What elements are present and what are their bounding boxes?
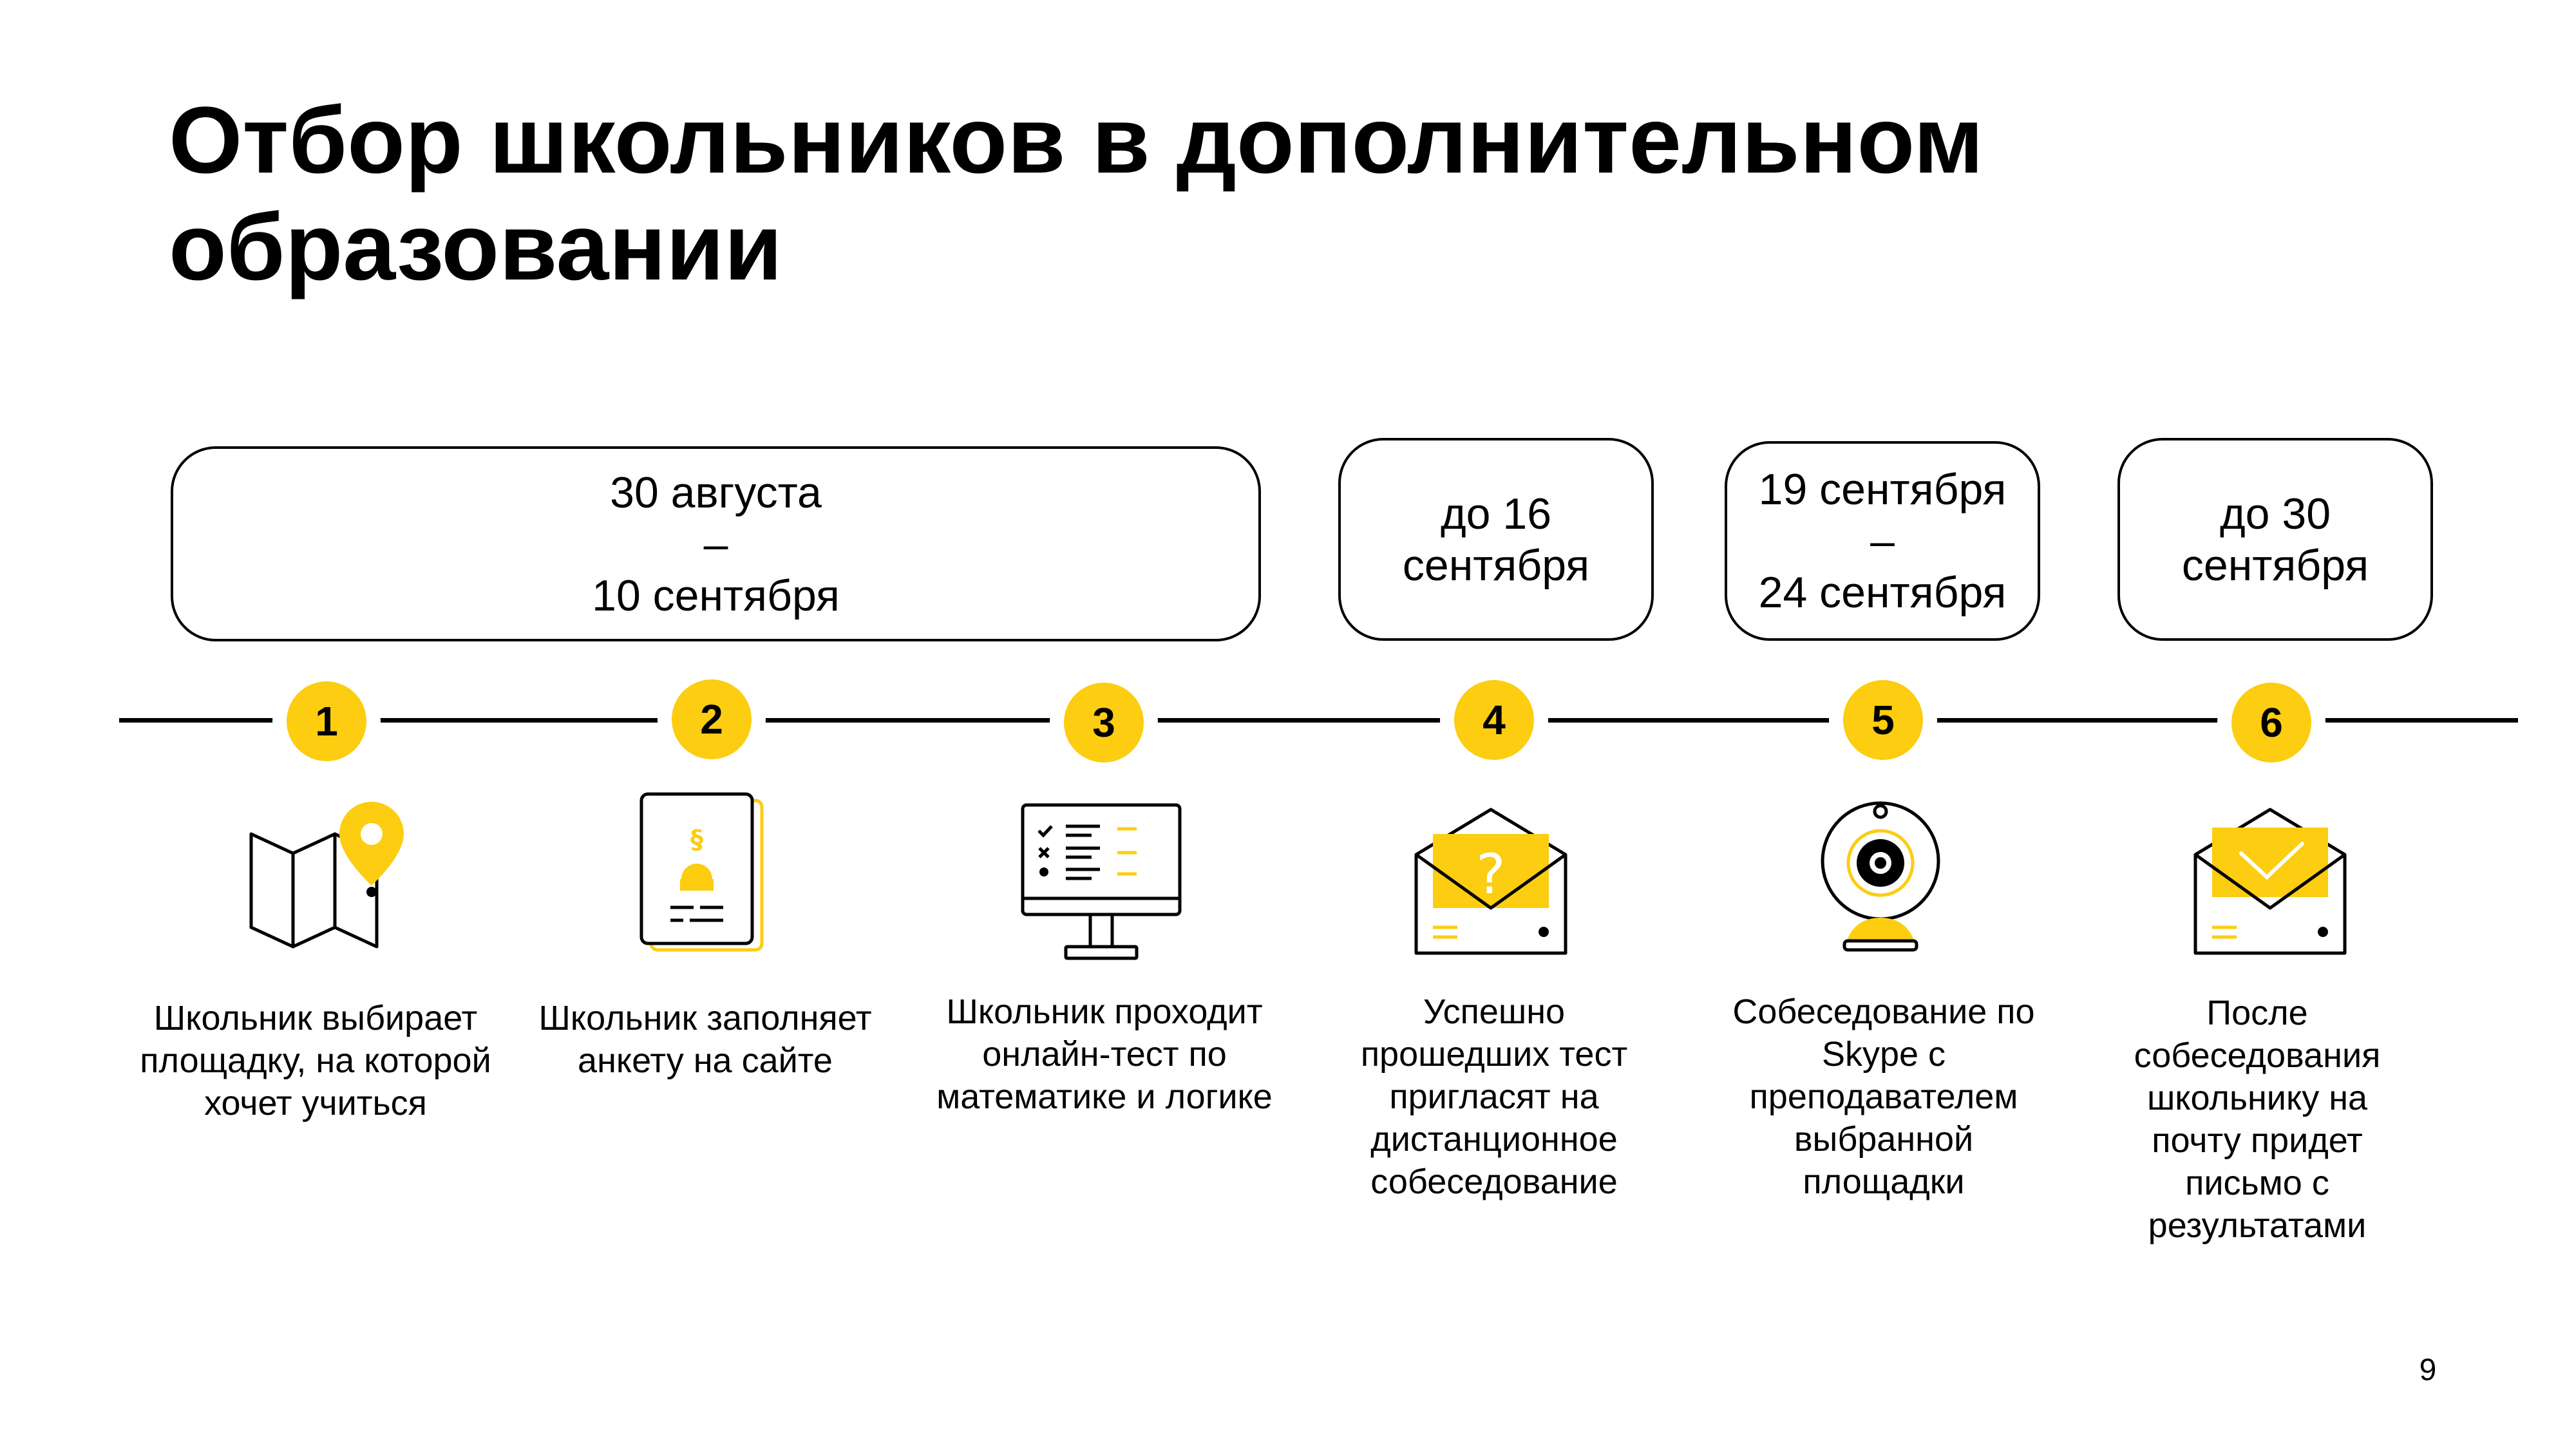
svg-text:?: ? [1476, 842, 1506, 907]
date-box-period-3: 19 сентября – 24 сентября [1725, 441, 2040, 641]
date-box-line: – [1870, 516, 1895, 565]
timeline-line [119, 718, 2518, 723]
page-number: 9 [2419, 1353, 2437, 1387]
step-number-4: 4 [1454, 680, 1534, 760]
step-description-4: Успешно прошедших тест пригласят на дист… [1360, 992, 1628, 1201]
date-box-line: до 30 [2219, 489, 2331, 538]
online-test-monitor-icon [1021, 803, 1182, 960]
date-box-line: сентября [1402, 540, 1590, 590]
date-box-period-1: 30 августа – 10 сентября [171, 446, 1261, 641]
step-description-5: Собеседование по Skype с преподавателем … [1732, 992, 2035, 1201]
step-description-3: Школьник проходит онлайн-тест по математ… [936, 992, 1273, 1116]
date-box-line: 10 сентября [592, 571, 840, 620]
step-description-6: После собеседования школьнику на почту п… [2134, 994, 2381, 1245]
svg-text:§: § [690, 825, 703, 855]
date-box-line: – [703, 519, 728, 569]
step-number-6: 6 [2231, 683, 2311, 762]
map-pin-icon [249, 802, 404, 949]
webcam-icon [1821, 801, 1940, 952]
invitation-envelope-icon: ? [1414, 808, 1567, 955]
date-box-line: сентября [2181, 540, 2369, 590]
date-box-line: 30 августа [610, 468, 822, 517]
step-description-2: Школьник заполняет анкету на сайте [538, 999, 872, 1080]
date-box-period-2: до 16 сентября [1338, 438, 1654, 641]
page-title: Отбор школьников в дополнительном образо… [169, 88, 1984, 300]
step-description-1: Школьник выбирает площадку, на которой х… [140, 999, 491, 1122]
date-box-period-4: до 30 сентября [2117, 438, 2433, 641]
step-number-1: 1 [287, 681, 366, 761]
result-envelope-icon [2193, 808, 2347, 955]
step-number-3: 3 [1064, 683, 1144, 762]
date-box-line: 24 сентября [1758, 568, 2007, 617]
application-form-icon: § [639, 792, 764, 952]
date-box-line: 19 сентября [1758, 465, 2007, 514]
date-box-line: до 16 [1440, 489, 1552, 538]
step-number-5: 5 [1843, 680, 1923, 760]
step-number-2: 2 [672, 679, 752, 759]
